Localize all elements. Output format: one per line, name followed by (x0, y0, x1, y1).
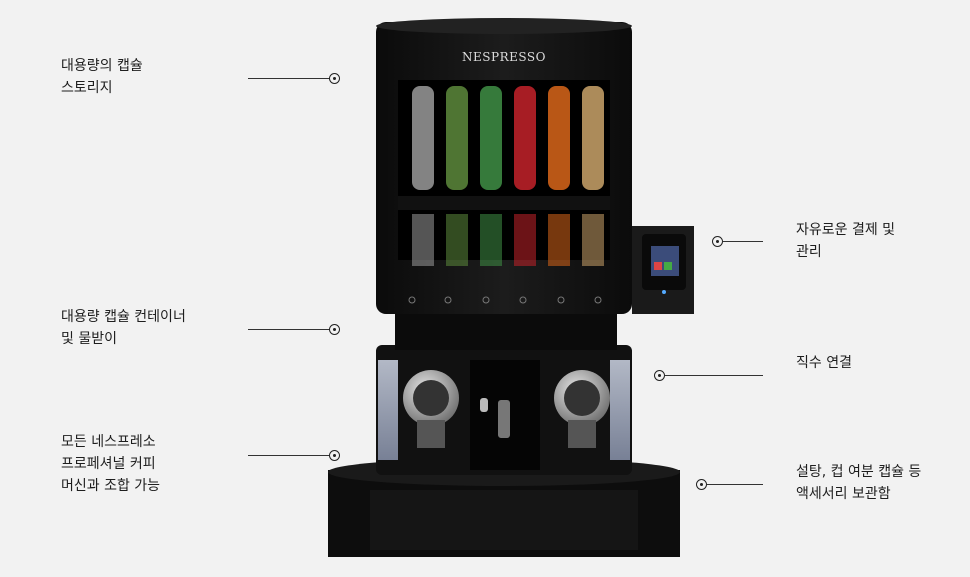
capsule-tube (412, 86, 434, 190)
callout-line (665, 375, 763, 376)
callout-container: 대용량 캡슐 컨테이너 및 물받이 (61, 309, 186, 347)
callout-line (723, 241, 763, 242)
capsule-tube (514, 86, 536, 190)
hotspot-payment[interactable] (712, 236, 723, 247)
hotspot-container[interactable] (329, 324, 340, 335)
hotspot-capsule-storage[interactable] (329, 73, 340, 84)
hotspot-machines[interactable] (329, 450, 340, 461)
callout-line (248, 78, 330, 79)
callout-accessories: 설탕, 컵 여분 캡슐 등 액세서리 보관함 (796, 464, 922, 502)
callout-line (248, 455, 330, 456)
callout-line (707, 484, 763, 485)
hotspot-water[interactable] (654, 370, 665, 381)
capsule-tube-lower (514, 214, 536, 266)
hotspot-accessories[interactable] (696, 479, 707, 490)
capsule-tube-lower (480, 214, 502, 266)
capsule-tube (446, 86, 468, 190)
capsule-tube-lower (548, 214, 570, 266)
callout-capsule-storage: 대용량의 캡슐 스토리지 (61, 58, 143, 96)
capsule-tube (582, 86, 604, 190)
callout-machines: 모든 네스프레소 프로페셔널 커피 머신과 조합 가능 (61, 434, 161, 494)
callout-line (248, 329, 330, 330)
capsule-tube-lower (412, 214, 434, 266)
capsule-tube (480, 86, 502, 190)
capsule-tube (548, 86, 570, 190)
capsule-tube-lower (446, 214, 468, 266)
callout-payment: 자유로운 결제 및 관리 (796, 222, 896, 260)
capsule-tube-lower (582, 214, 604, 266)
callout-water: 직수 연결 (796, 355, 852, 371)
brand-logo: NESPRESSO (462, 50, 546, 64)
